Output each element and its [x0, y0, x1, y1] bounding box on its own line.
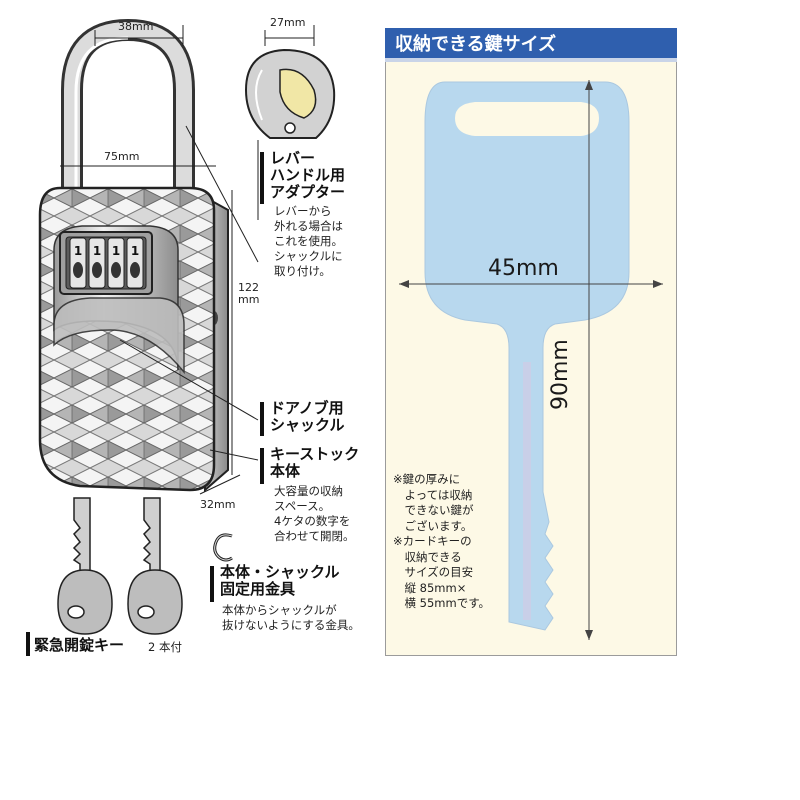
combination-dials: 1 1 1 1: [69, 237, 144, 289]
callout-bar: [260, 402, 264, 436]
clip-title: 本体・シャックル 固定用金具: [220, 563, 340, 598]
callout-bar: [260, 152, 264, 204]
body-depth-label: 32mm: [200, 498, 236, 511]
key-size-note: ※鍵の厚みに よっては収納 できない鍵が ございます。 ※カードキーの 収納でき…: [393, 472, 491, 610]
adapter-description: レバーから 外れる場合は これを使用。 シャックルに 取り付け。: [274, 204, 343, 278]
doorknob-shackle-label: ドアノブ用 シャックル: [270, 399, 345, 434]
key-size-title: 収納できる鍵サイズ: [385, 28, 677, 62]
callout-bar: [26, 632, 30, 656]
emergency-key-count: 2 本付: [148, 640, 182, 654]
lock-box-illustration: 1 1 1 1: [38, 18, 336, 495]
callout-bar: [260, 448, 264, 484]
body-width-label: 75mm: [104, 150, 140, 163]
adapter-width-label: 27mm: [270, 16, 306, 29]
dial-digit: 1: [112, 244, 120, 258]
body-height-label: 122 mm: [238, 281, 260, 306]
emergency-key-label: 緊急開錠キー: [34, 636, 125, 654]
adapter-title: レバー ハンドル用 アダプター: [270, 149, 346, 201]
key-length-label: 90mm: [548, 339, 573, 410]
dial-digit: 1: [74, 244, 82, 258]
shackle-width-label: 38mm: [118, 20, 154, 33]
dial-digit: 1: [131, 244, 139, 258]
c-clip-icon: [213, 533, 233, 562]
body-description: 大容量の収納 スペース。 4ケタの数字を 合わせて開閉。: [274, 484, 355, 543]
lever-adapter-icon: [244, 48, 336, 139]
body-title: キーストック 本体: [270, 445, 360, 480]
clip-description: 本体からシャックルが 抜けないようにする金具。: [222, 603, 360, 632]
key-width-label: 45mm: [488, 256, 559, 281]
shackle-icon: [61, 18, 195, 200]
key-outline-illustration: [399, 80, 663, 640]
dial-digit: 1: [93, 244, 101, 258]
callout-bar: [210, 566, 214, 602]
emergency-keys-illustration: [57, 497, 183, 635]
